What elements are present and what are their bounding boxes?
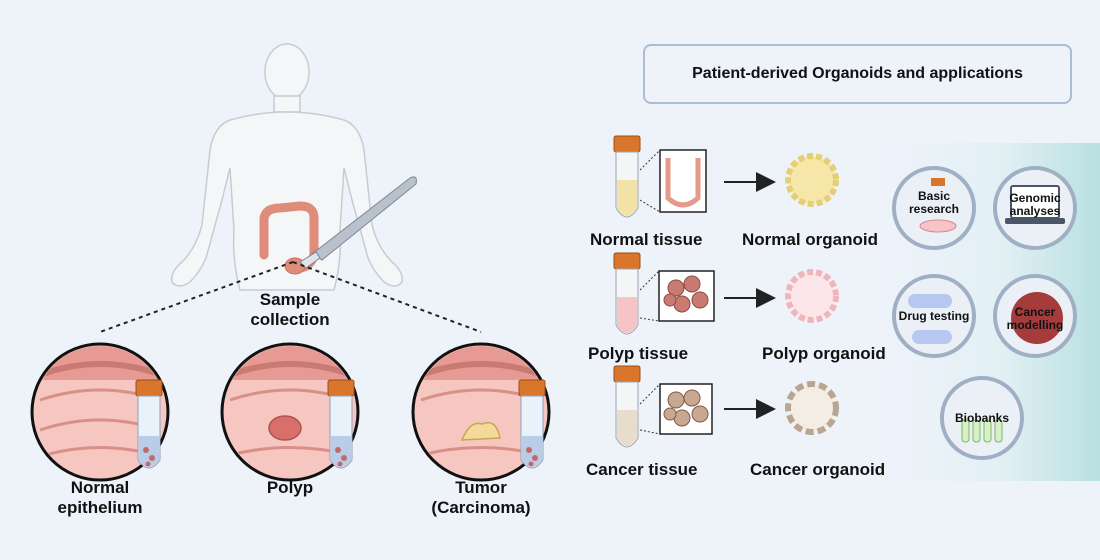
crypt-illustration	[665, 158, 701, 208]
app-label-cancer-modelling-line1: Cancer	[1014, 305, 1056, 319]
app-label-drug-testing: Drug testing	[898, 309, 970, 323]
tissue-label-tumor: Tumor (Carcinoma)	[421, 478, 541, 517]
sample-tube-tumor	[518, 379, 546, 469]
sample-tube-normal	[135, 379, 163, 469]
tissue-label-normal-line2: epithelium	[57, 497, 143, 517]
app-label-genomic-analyses-line1: Genomic	[1009, 191, 1061, 205]
application-circle-cancer-modelling	[993, 274, 1077, 358]
tissue-tube-normal	[613, 135, 641, 218]
row-tissue-label-normal: Normal tissue	[590, 230, 703, 249]
dotted-connector-lines	[99, 261, 482, 333]
cancer-organoid-illustration	[785, 381, 839, 435]
app-label-cancer-modelling-line2: modelling	[1006, 318, 1064, 333]
app-label-biobanks: Biobanks	[952, 411, 1012, 425]
app-label-genomic-analyses: Genomic analyses	[1003, 191, 1067, 219]
application-circle-genomic-analyses	[993, 166, 1077, 250]
row-organoid-label-polyp: Polyp organoid	[762, 344, 886, 363]
row-tissue-label-polyp: Polyp tissue	[588, 344, 689, 363]
tissue-label-tumor-line1: Tumor	[455, 478, 507, 497]
application-circle-basic-research	[892, 166, 976, 250]
row-organoid-label-cancer: Cancer organoid	[750, 460, 886, 479]
app-label-basic-research-line2: research	[908, 202, 960, 217]
tissue-label-polyp-line1: Polyp	[266, 478, 314, 497]
row-organoid-label-normal: Normal organoid	[742, 230, 879, 249]
row-tissue-label-cancer: Cancer tissue	[586, 460, 698, 479]
tissue-tube-cancer	[613, 365, 641, 448]
app-label-cancer-modelling: Cancer modelling	[1003, 305, 1067, 333]
tissue-label-normal-line1: Normal	[70, 478, 130, 497]
app-label-drug-testing-line1: Drug testing	[898, 309, 970, 323]
cancer-cells-cluster	[663, 389, 709, 427]
app-label-biobanks-line1: Biobanks	[954, 411, 1009, 425]
sample-tube-polyp	[327, 379, 355, 469]
tissue-label-polyp: Polyp	[240, 478, 340, 498]
sample-collection-line2: collection	[250, 309, 330, 329]
sample-collection-label: Sample collection	[240, 290, 340, 329]
magnified-normal-epithelium	[30, 342, 170, 482]
app-label-basic-research: Basic research	[904, 189, 964, 217]
application-circle-drug-testing	[892, 274, 976, 358]
diagram-title: Patient-derived Organoids and applicatio…	[643, 44, 1072, 104]
scalpel-icon	[299, 176, 417, 269]
normal-organoid-illustration	[785, 153, 839, 207]
magnified-polyp	[220, 342, 360, 482]
sample-collection-line1: Sample	[259, 290, 321, 309]
tissue-label-normal: Normal epithelium	[40, 478, 160, 517]
human-body-illustration	[170, 43, 404, 291]
tissue-label-tumor-line2: (Carcinoma)	[431, 497, 531, 517]
app-label-basic-research-line1: Basic	[917, 189, 951, 203]
app-label-genomic-analyses-line2: analyses	[1009, 204, 1061, 219]
tissue-tube-polyp	[613, 252, 641, 335]
polyp-cells-cluster	[663, 275, 709, 313]
polyp-organoid-illustration	[785, 269, 839, 323]
application-circle-biobanks	[940, 376, 1024, 460]
